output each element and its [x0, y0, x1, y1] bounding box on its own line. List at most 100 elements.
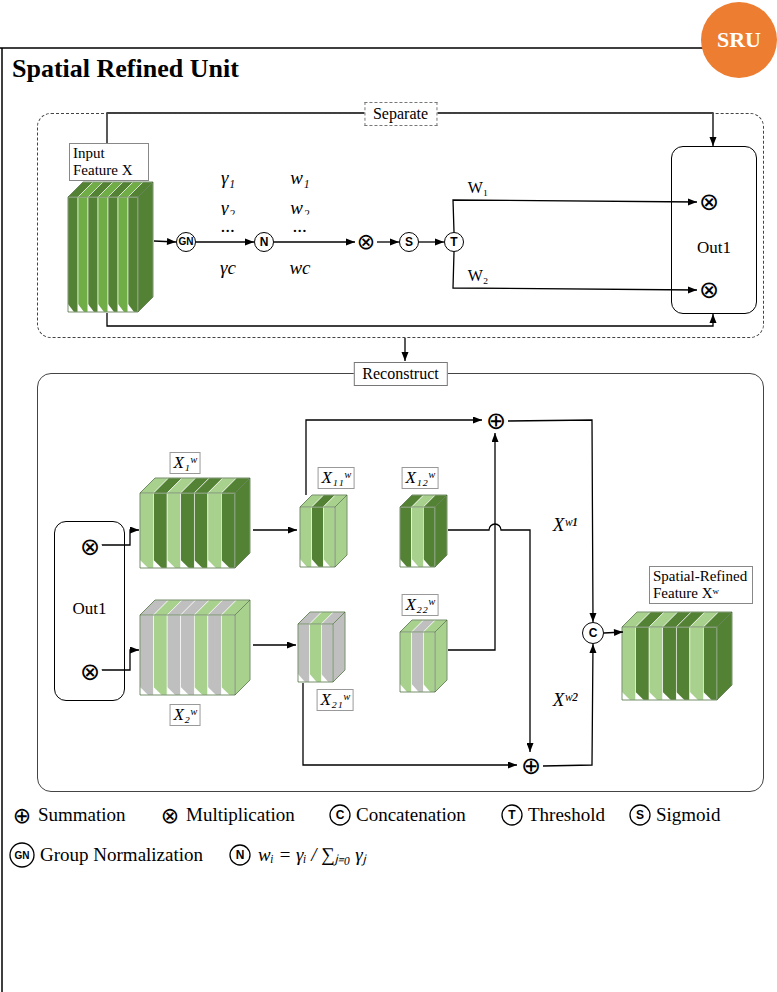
- cube-stripe: [118, 197, 128, 312]
- arrow-head: [710, 314, 717, 323]
- node-text: ⊗: [357, 231, 375, 253]
- connector: [107, 313, 713, 326]
- stage-region: SeparateInput Feature XGNN⊗STOut1⊗⊗: [37, 113, 764, 338]
- cube-side: [435, 495, 447, 567]
- cube-stripe: [140, 615, 154, 695]
- cube-side: [235, 600, 250, 695]
- input-feature: Input Feature X: [69, 143, 154, 313]
- cube-stripe: [321, 624, 333, 682]
- sum-symbol: ⊕: [519, 754, 543, 778]
- arrow-head: [589, 613, 596, 622]
- cube-notch: [300, 559, 307, 567]
- cube-stripe: [690, 627, 704, 700]
- math-label: Xʷ¹: [551, 514, 580, 536]
- cube-notch: [703, 692, 711, 700]
- wire: [100, 530, 139, 545]
- diagram-title: Spatial Refined Unit: [12, 54, 239, 84]
- math-label: wc: [287, 257, 312, 279]
- feature-name: X₂ʷ: [170, 704, 201, 726]
- cube-stripe: [128, 197, 138, 312]
- node-text: T: [450, 236, 457, 248]
- wire: [306, 420, 482, 495]
- cube-notch: [167, 687, 175, 695]
- cube-stripe: [400, 632, 412, 692]
- legend-text: wᵢ = γᵢ / ∑ⱼ₌₀ γⱼ: [258, 843, 366, 867]
- cube-notch: [412, 559, 419, 567]
- cube-stripe: [88, 197, 98, 312]
- cube-stripe: [412, 632, 424, 692]
- cube-stripe: [622, 627, 636, 700]
- frame-line: [0, 48, 704, 992]
- operator-circle: C: [582, 622, 604, 644]
- cube-notch: [622, 692, 630, 700]
- cube-stripe: [663, 627, 677, 700]
- arrow-head: [710, 137, 717, 146]
- cube-notch: [167, 560, 175, 568]
- cube-notch: [423, 684, 430, 692]
- node-text: GN: [179, 237, 194, 247]
- node-text: ⊗: [699, 190, 719, 214]
- output-box: Out1⊗⊗: [671, 146, 757, 314]
- cube-notch: [194, 687, 202, 695]
- feature-name: X₁ʷ: [170, 452, 201, 474]
- cube-outline: [140, 600, 250, 695]
- legend-symbol: [330, 805, 350, 825]
- feature-name: X₁₂ʷ: [402, 467, 439, 489]
- cube-notch: [400, 559, 407, 567]
- node-text: ⊗: [80, 535, 100, 559]
- cube-stripe: [310, 624, 322, 682]
- connector-line: [453, 200, 697, 232]
- connector: [274, 242, 355, 243]
- legend-symbol-text: ⊕: [11, 803, 33, 828]
- cube-side: [138, 182, 153, 312]
- multiply-symbol: ⊗: [697, 190, 721, 214]
- badge-circle: SRU: [701, 2, 777, 78]
- legend-symbol-text: GN: [15, 850, 30, 861]
- cube-notch: [690, 692, 698, 700]
- wire: [253, 644, 296, 645]
- cube-stripe: [181, 493, 195, 568]
- cube-notch: [400, 684, 407, 692]
- region-heading: Reconstruct: [353, 362, 447, 386]
- node-text: N: [260, 236, 269, 248]
- arrow-head: [688, 286, 697, 293]
- cube-stripe: [423, 507, 435, 567]
- cube-stripe: [68, 197, 78, 312]
- cube-stripe: [412, 507, 424, 567]
- cube-notch: [323, 559, 330, 567]
- arrow-head: [346, 239, 355, 246]
- cube-notch: [154, 687, 162, 695]
- multiply-symbol: ⊗: [78, 660, 102, 684]
- cube-stripe: [208, 493, 222, 568]
- legend-text: Sigmoid: [656, 803, 720, 827]
- cube-notch: [208, 687, 216, 695]
- cube-stripe: [221, 615, 235, 695]
- legend-text: Threshold: [528, 803, 605, 827]
- cube-notch: [181, 687, 189, 695]
- connector-line: [543, 644, 593, 766]
- connector-line: [453, 252, 697, 290]
- cube-notch: [423, 559, 430, 567]
- cube-outline: [622, 612, 732, 700]
- node-text: S: [405, 236, 413, 248]
- multiply-symbol: ⊗: [355, 231, 377, 253]
- node-text: SRU: [717, 27, 761, 53]
- cube-notch: [298, 674, 305, 682]
- cube-outline: [300, 495, 347, 567]
- legend-symbol-text: T: [508, 808, 515, 822]
- cube-stripe: [108, 197, 118, 312]
- wire: [448, 433, 495, 650]
- connector: [508, 420, 593, 622]
- connector: [543, 644, 593, 766]
- node-text: ⊗: [80, 660, 100, 684]
- cube-notch: [221, 687, 229, 695]
- operator-circle: GN: [176, 232, 196, 252]
- cube-notch: [98, 304, 104, 312]
- math-label: Xʷ²: [551, 689, 580, 711]
- cube-notch: [181, 560, 189, 568]
- arrow-head: [245, 239, 254, 246]
- operator-circle: N: [254, 232, 274, 252]
- cube-stripe: [140, 493, 154, 568]
- legend-symbol: [10, 843, 34, 867]
- cube-stripe: [181, 615, 195, 695]
